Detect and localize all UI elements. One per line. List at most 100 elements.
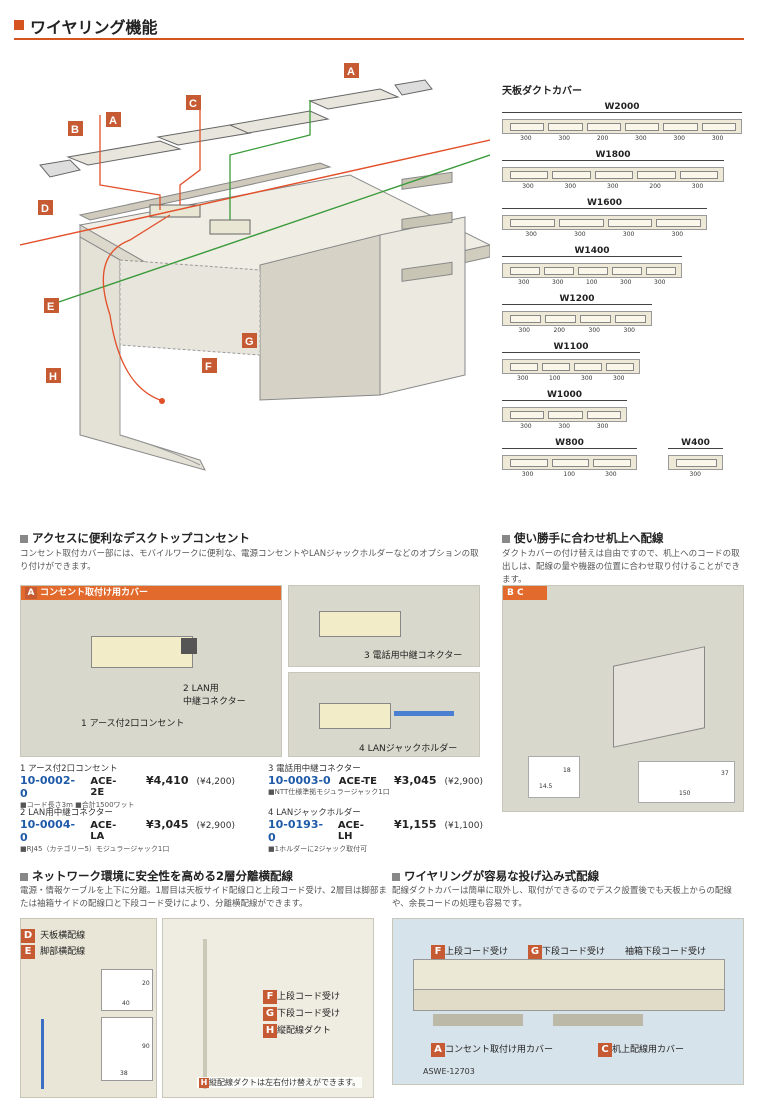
plug [159, 398, 165, 404]
duct-bar [502, 215, 707, 230]
callout-lan-num: 2 [183, 684, 189, 694]
duct-dim: 300 [588, 327, 600, 334]
callout-outlet: 1 アース付2口コンセント [81, 716, 184, 729]
product-price: ¥3,045 [146, 818, 189, 831]
svg-text:A: A [109, 115, 117, 127]
callout-tel: 3 電話用中継コネクター [364, 648, 462, 661]
section2-heading-text: 使い勝手に合わせ机上へ配線 [514, 531, 664, 545]
callout-lan: 2 LAN用 中継コネクター [183, 681, 246, 707]
d-tag: D [21, 929, 35, 943]
duct-segment [551, 459, 590, 467]
drawer-handle-3 [401, 261, 453, 282]
duct-segment [510, 219, 555, 227]
product-model: ACE-TE [338, 776, 377, 787]
section4-heading: ワイヤリングが容易な投げ込み式配線 [392, 868, 599, 884]
section4-heading-text: ワイヤリングが容易な投げ込み式配線 [404, 869, 600, 883]
desk-wiring-diagram: A A B C D E F G H [20, 63, 490, 471]
a-text-s4: コンセント取付け用カバー [445, 1045, 554, 1055]
duct-dim: 300 [525, 231, 537, 238]
duct-segment [510, 363, 538, 371]
cover-a [308, 88, 400, 110]
duct-width-label: W1100 [502, 342, 640, 353]
duct-dim: 100 [563, 471, 575, 478]
cover-b [66, 140, 182, 166]
duct-width-label: W1800 [502, 150, 724, 161]
e-tag: E [21, 945, 35, 959]
duct-segment [510, 123, 545, 131]
duct-segment [544, 267, 574, 275]
callout-lan-text: LAN用 中継コネクター [183, 684, 246, 707]
duct-dim: 300 [522, 183, 534, 190]
duct-bar [502, 167, 724, 182]
duct-bar [668, 455, 723, 470]
duct-width-label: W800 [502, 438, 637, 449]
modesty-panel [119, 259, 261, 356]
duct-segment [586, 123, 621, 131]
green-line [49, 154, 490, 306]
duct-dim: 300 [518, 279, 530, 286]
callout-outlet-text: アース付2口コンセント [89, 719, 185, 729]
duct-front [413, 989, 725, 1011]
product-tax: (¥4,200) [196, 777, 235, 787]
product-price: ¥3,045 [394, 774, 437, 787]
red-line [20, 139, 490, 246]
pedestal-label-s4: 袖箱下段コード受け [625, 939, 706, 958]
duct-dim: 100 [549, 375, 561, 382]
product-code: 10-0003-0 [268, 774, 331, 787]
duct-dim: 200 [649, 183, 661, 190]
product-note: ■コード長さ3m ■合計1500ワット [20, 801, 135, 809]
duct-dim: 300 [596, 423, 609, 430]
callout-jack-text: LANジャックホルダー [367, 744, 458, 754]
duct-dim: 300 [691, 183, 704, 190]
duct-segment [612, 267, 642, 275]
duct-segment [615, 315, 646, 323]
callout-jack-num: 4 [359, 744, 365, 754]
phone [613, 646, 705, 748]
duct-segment [625, 123, 660, 131]
dim-box-large: 150 37 [638, 761, 735, 803]
duct-segment [663, 123, 698, 131]
product-price: ¥4,410 [146, 774, 189, 787]
duct-dim: 100 [586, 279, 598, 286]
dim-box-small: 14.5 18 [528, 756, 580, 798]
duct-segment [548, 411, 583, 419]
vertical-duct [203, 939, 207, 1089]
svg-text:F: F [205, 361, 212, 373]
dim-e-h: 90 [142, 1043, 150, 1050]
duct-width-label: W1200 [502, 294, 652, 305]
dim-box-d: 40 20 [101, 969, 153, 1011]
section1-desc: コンセント取付カバー部には、モバイルワークに便利な、電源コンセントやLANジャッ… [20, 549, 479, 572]
product-code: 10-0193-0 [268, 818, 324, 844]
duct-dim: 300 [622, 231, 635, 238]
photo-side-wiring: D 天板横配線 E 脚部横配線 40 20 38 90 [20, 918, 157, 1098]
d-label: D 天板横配線 [21, 923, 85, 943]
duct-dim: 300 [620, 279, 632, 286]
product-tax: (¥2,900) [444, 777, 483, 787]
section2-heading: 使い勝手に合わせ机上へ配線 [502, 530, 664, 546]
label-b [68, 121, 83, 136]
svg-text:A: A [347, 66, 355, 78]
section3-heading: ネットワーク環境に安全性を高める2層分離横配線 [20, 868, 293, 884]
duct-segment [545, 315, 576, 323]
s3-note-text: 縦配線ダクトは左右付け替えができます。 [209, 1078, 361, 1087]
duct-segment [548, 123, 583, 131]
section2-desc: ダクトカバーの付け替えは自由ですので、机上へのコードの取出しは、配線の量や機器の… [502, 549, 741, 585]
pedestal-text-s4: 袖箱下段コード受け [625, 947, 707, 957]
f-text-s4: 上段コード受け [445, 947, 509, 957]
duct-dim: 300 [673, 135, 685, 142]
product-name: 4 LANジャックホルダー [268, 808, 361, 818]
duct-segment [701, 123, 736, 131]
